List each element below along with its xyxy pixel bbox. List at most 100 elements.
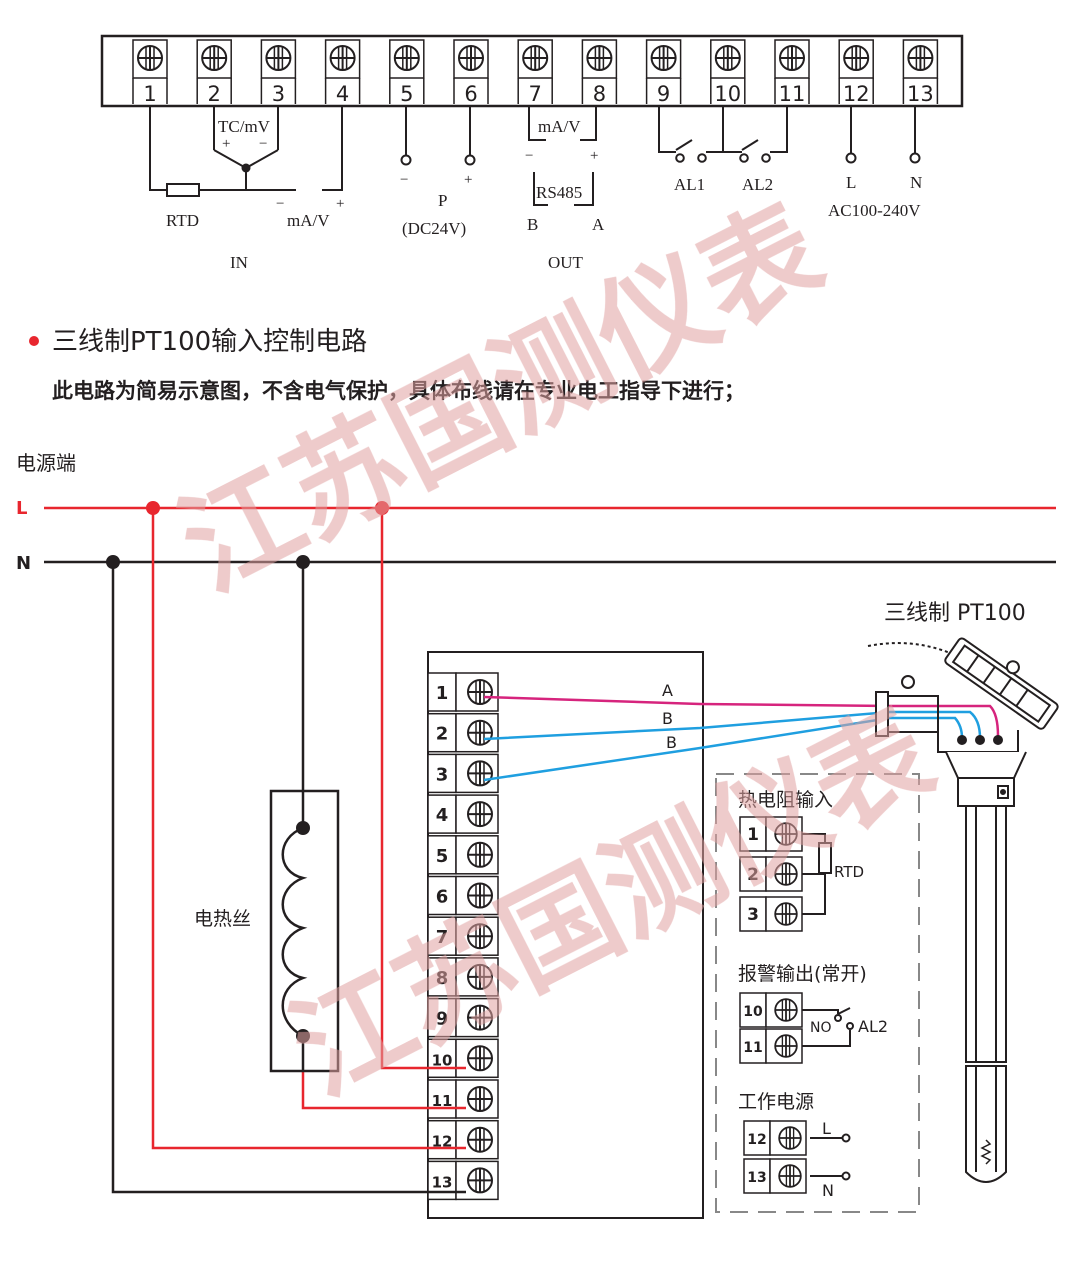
- legend-terminal-number: 3: [747, 905, 759, 925]
- top-terminal-13: 13: [902, 39, 939, 106]
- wire-a-to-1: [483, 695, 1000, 737]
- legend-terminal-number: 2: [747, 865, 759, 885]
- section-note: 此电路为简易示意图，不含电气保护，具体布线请在专业电工指导下进行；: [52, 379, 745, 403]
- controller-terminal-number: 9: [436, 1009, 449, 1030]
- wire-b-to-3: [483, 716, 964, 782]
- legend-l-label: L: [822, 1119, 831, 1138]
- top-terminal-9: 9: [645, 39, 682, 106]
- controller-terminal-number: 12: [432, 1133, 453, 1151]
- wire-live-to-12: [151, 508, 466, 1150]
- legend-terminal-number: 11: [743, 1040, 762, 1056]
- out-label: OUT: [548, 253, 584, 272]
- top-terminal-5: 5: [389, 39, 425, 106]
- legend-power-wiring: [810, 1133, 851, 1181]
- wire-neutral-to-13: [111, 562, 466, 1194]
- legend-alarm-wiring: [802, 1007, 854, 1047]
- heater-element: [269, 789, 340, 1073]
- out-minus-label: −: [525, 148, 533, 164]
- p-plus-label: +: [464, 172, 472, 188]
- top-terminal-number: 7: [529, 82, 542, 106]
- top-terminal-number: 1: [143, 82, 156, 106]
- p-minus-label: −: [400, 172, 408, 188]
- legend-terminal-11: 11: [739, 1028, 803, 1064]
- legend-no-label: NO: [810, 1020, 832, 1036]
- legend-terminal-number: 10: [743, 1004, 763, 1020]
- controller-terminal-1: 1: [427, 672, 499, 712]
- ac-voltage-label: AC100-240V: [828, 201, 921, 220]
- top-terminal-number: 5: [400, 82, 413, 106]
- controller-terminal-12: 12: [427, 1119, 499, 1160]
- legend-terminal-10: 10: [739, 992, 803, 1028]
- controller-terminal-number: 4: [436, 805, 449, 826]
- controller-terminal-number: 1: [436, 683, 449, 704]
- top-terminal-3: 3: [260, 39, 297, 106]
- legend-terminal-number: 1: [747, 825, 759, 845]
- controller-terminal-13: 13: [427, 1160, 499, 1201]
- legend-alarm-title: 报警输出(常开): [738, 963, 867, 985]
- wire-a-label: A: [662, 681, 673, 700]
- power-wires: [111, 508, 466, 1194]
- top-terminal-number: 3: [272, 82, 285, 106]
- top-terminal-4: 4: [324, 39, 361, 106]
- controller-terminal-number: 13: [432, 1173, 453, 1191]
- tc-plus-label: +: [222, 136, 230, 152]
- p-output-wiring: [400, 106, 476, 166]
- legend-terminal-12: 12: [743, 1120, 807, 1156]
- controller-terminal-number: 2: [436, 724, 449, 745]
- in-label: IN: [230, 253, 248, 272]
- wire-b-to-2: [483, 710, 982, 741]
- tc-minus-label: −: [259, 136, 267, 152]
- power-n-label: N: [910, 173, 922, 192]
- top-terminal-10: 10: [710, 39, 746, 106]
- top-terminal-12: 12: [838, 39, 874, 106]
- controller-terminal-8: 8: [427, 957, 499, 997]
- legend-rtd-terminals: 1 2 3: [739, 816, 803, 932]
- rs-b-label: B: [527, 215, 538, 234]
- controller-terminal-10: 10: [427, 1038, 499, 1079]
- top-terminal-1: 1: [132, 39, 168, 106]
- controller-terminal-number: 11: [432, 1092, 453, 1110]
- top-terminal-number: 12: [843, 82, 870, 106]
- controller-terminal-11: 11: [427, 1079, 499, 1119]
- wire-b1-label: B: [662, 709, 673, 728]
- al2-label: AL2: [742, 175, 773, 194]
- top-terminal-number: 2: [208, 82, 221, 106]
- legend-terminal-number: 13: [747, 1170, 766, 1186]
- legend-power-title: 工作电源: [738, 1091, 814, 1113]
- controller-terminal-3: 3: [427, 753, 499, 794]
- controller-terminal-4: 4: [427, 794, 499, 834]
- legend-alarm-terminals: 10 11: [739, 992, 803, 1064]
- top-terminal-number: 8: [593, 82, 606, 106]
- top-terminal-number: 6: [464, 82, 477, 106]
- legend-rtd-title: 热电阻输入: [738, 789, 833, 811]
- top-terminal-number: 4: [336, 82, 349, 106]
- legend-terminal-3: 3: [739, 896, 803, 932]
- legend-terminal-13: 13: [743, 1158, 807, 1194]
- top-terminal-6: 6: [453, 39, 489, 106]
- out-ma-v-label: mA/V: [538, 117, 581, 136]
- power-l-label: L: [846, 173, 856, 192]
- pt100-sensor: [867, 637, 1059, 1183]
- controller-terminal-number: 6: [436, 887, 449, 908]
- analog-output-wiring: [528, 106, 597, 206]
- controller-terminal-number: 8: [436, 968, 449, 989]
- controller-terminal-6: 6: [427, 875, 499, 916]
- top-terminal-8: 8: [581, 39, 618, 106]
- rtd-label: RTD: [166, 211, 199, 230]
- controller-terminal-number: 5: [436, 846, 449, 867]
- sensor-wires: [483, 695, 1000, 782]
- section-bullet: [29, 336, 39, 346]
- al1-label: AL1: [674, 175, 705, 194]
- section-title: 三线制PT100输入控制电路: [52, 327, 367, 357]
- controller-terminal-5: 5: [427, 835, 499, 875]
- rs-a-label: A: [592, 215, 605, 234]
- heater-label: 电热丝: [194, 908, 251, 930]
- top-terminal-7: 7: [517, 39, 553, 106]
- legend-terminal-1: 1: [739, 816, 803, 852]
- legend-n-label: N: [822, 1181, 834, 1200]
- top-terminal-number: 11: [779, 82, 806, 106]
- legend-power-terminals: 12 13: [743, 1120, 807, 1194]
